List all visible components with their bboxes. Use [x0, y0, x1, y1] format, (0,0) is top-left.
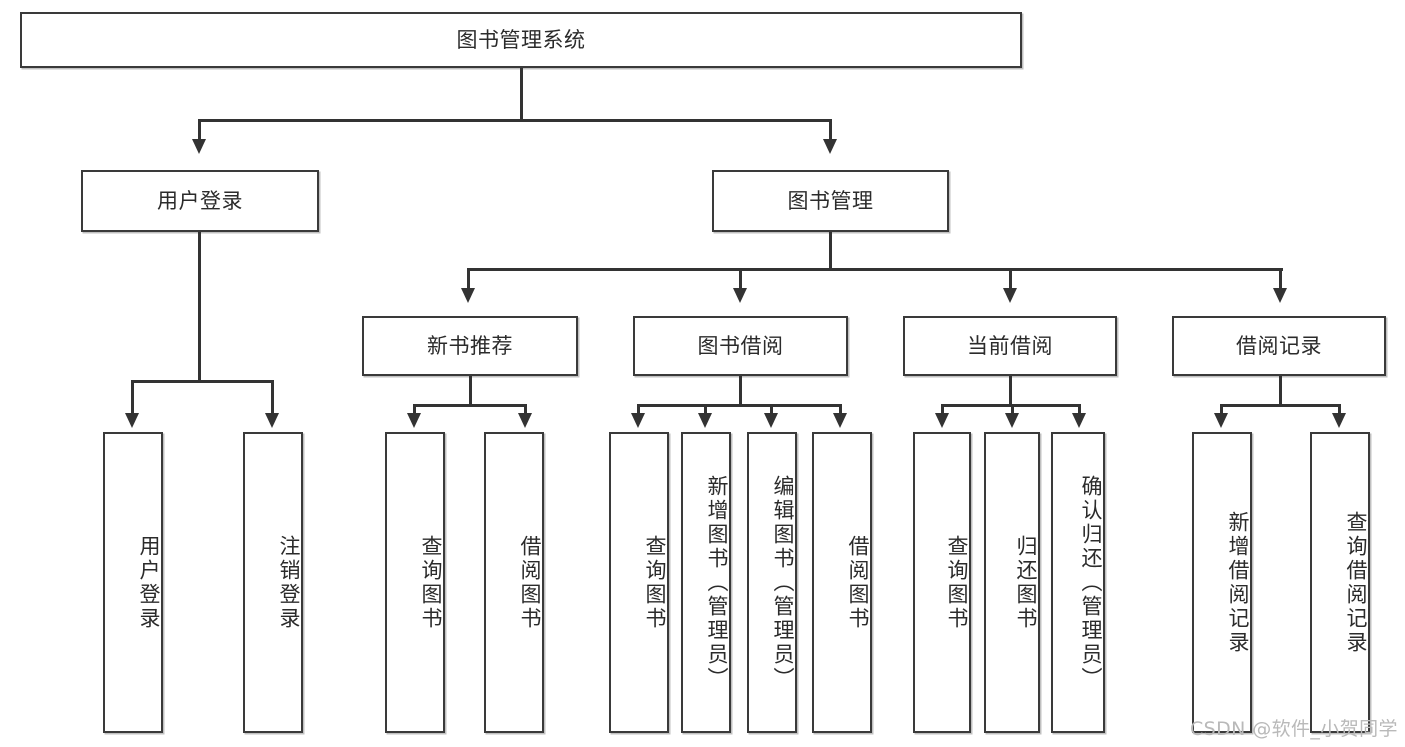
edge-borrow-leaf3 [770, 404, 773, 417]
edge-current-bus [941, 404, 1080, 407]
watermark-text: CSDN @软件_小贺同学 [1190, 718, 1398, 740]
edge-borrow-bus [637, 404, 842, 407]
edge-current-leaf3 [1078, 404, 1081, 417]
node-label: 注销登录 [277, 534, 301, 631]
leaf-recommend-borrow-book[interactable]: 借阅图书 [484, 432, 544, 733]
node-root-system[interactable]: 图书管理系统 [20, 12, 1022, 68]
edge-current-leaf2 [1011, 404, 1014, 417]
edge-root-bus [198, 119, 832, 122]
node-label: 确认归还（管理员） [1079, 474, 1103, 691]
leaf-logout[interactable]: 注销登录 [243, 432, 303, 733]
edge-borrow-leaf1 [637, 404, 640, 417]
leaf-borrow-add-book-admin[interactable]: 新增图书（管理员） [681, 432, 731, 733]
node-label: 编辑图书（管理员） [771, 474, 795, 691]
arrowhead-login-leaf2 [265, 413, 279, 428]
edge-recommend-leaf2 [524, 404, 527, 417]
node-label: 借阅图书 [846, 534, 870, 631]
arrowhead-borrow-leaf2 [698, 413, 712, 428]
node-current-borrow[interactable]: 当前借阅 [903, 316, 1117, 376]
edge-bookmgmt-to-l3c [1009, 268, 1012, 292]
node-label: 查询图书 [419, 534, 443, 631]
node-label: 借阅图书 [518, 534, 542, 631]
arrowhead-records-leaf1 [1214, 413, 1228, 428]
edge-borrow-stem [739, 376, 742, 406]
edge-bookmgmt-to-l3d [1279, 268, 1282, 292]
edge-root-to-login [198, 119, 201, 143]
edge-recommend-bus [413, 404, 527, 407]
leaf-current-query-book[interactable]: 查询图书 [913, 432, 971, 733]
node-label: 新书推荐 [427, 333, 513, 358]
node-label: 当前借阅 [967, 333, 1053, 358]
leaf-recommend-query-book[interactable]: 查询图书 [385, 432, 445, 733]
node-book-borrow[interactable]: 图书借阅 [633, 316, 848, 376]
edge-login-bus [131, 380, 271, 383]
edge-records-bus [1220, 404, 1341, 407]
arrowhead-root-to-login [192, 139, 206, 154]
node-label: 图书借阅 [697, 333, 784, 358]
edge-bookmgmt-to-l3b [739, 268, 742, 292]
edge-bookmgmt-stem [829, 232, 832, 270]
leaf-current-confirm-return-admin[interactable]: 确认归还（管理员） [1051, 432, 1105, 733]
arrowhead-current-leaf1 [935, 413, 949, 428]
leaf-borrow-borrow-book[interactable]: 借阅图书 [812, 432, 872, 733]
node-label: 查询图书 [945, 534, 969, 631]
leaf-records-query-record[interactable]: 查询借阅记录 [1310, 432, 1370, 733]
arrowhead-current-leaf3 [1072, 413, 1086, 428]
edge-borrow-leaf4 [839, 404, 842, 417]
arrowhead-records-leaf2 [1332, 413, 1346, 428]
leaf-current-return-book[interactable]: 归还图书 [984, 432, 1040, 733]
node-label: 用户登录 [157, 188, 243, 213]
arrowhead-borrow-leaf3 [764, 413, 778, 428]
node-label: 归还图书 [1014, 534, 1038, 631]
edge-borrow-leaf2 [704, 404, 707, 417]
edge-bookmgmt-bus [467, 268, 1283, 271]
edge-login-to-leaf2 [271, 380, 274, 417]
node-label: 查询借阅记录 [1344, 510, 1368, 655]
arrowhead-current-leaf2 [1005, 413, 1019, 428]
leaf-borrow-query-book[interactable]: 查询图书 [609, 432, 669, 733]
edge-login-to-leaf1 [131, 380, 134, 417]
arrowhead-recommend-leaf2 [518, 413, 532, 428]
edge-login-stem [198, 232, 201, 382]
edge-records-stem [1279, 376, 1282, 406]
edge-records-leaf1 [1220, 404, 1223, 417]
node-label: 新增借阅记录 [1226, 510, 1250, 655]
node-label: 用户登录 [137, 534, 161, 631]
leaf-records-add-record[interactable]: 新增借阅记录 [1192, 432, 1252, 733]
arrowhead-recommend-leaf1 [407, 413, 421, 428]
node-book-management[interactable]: 图书管理 [712, 170, 949, 232]
edge-root-stem [520, 68, 523, 120]
arrowhead-bookmgmt-l3a [461, 288, 475, 303]
node-label: 查询图书 [643, 534, 667, 631]
edge-current-stem [1009, 376, 1012, 406]
arrowhead-borrow-leaf4 [833, 413, 847, 428]
arrowhead-bookmgmt-l3d [1273, 288, 1287, 303]
edge-current-leaf1 [941, 404, 944, 417]
node-new-book-recommend[interactable]: 新书推荐 [362, 316, 578, 376]
arrowhead-bookmgmt-l3b [733, 288, 747, 303]
node-user-login[interactable]: 用户登录 [81, 170, 319, 232]
node-label: 图书管理 [787, 188, 874, 213]
leaf-borrow-edit-book-admin[interactable]: 编辑图书（管理员） [747, 432, 797, 733]
arrowhead-login-leaf1 [125, 413, 139, 428]
arrowhead-root-to-bookmgmt [823, 139, 837, 154]
node-borrow-records[interactable]: 借阅记录 [1172, 316, 1386, 376]
edge-recommend-leaf1 [413, 404, 416, 417]
leaf-user-login[interactable]: 用户登录 [103, 432, 163, 733]
arrowhead-bookmgmt-l3c [1003, 288, 1017, 303]
edge-records-leaf2 [1338, 404, 1341, 417]
node-label: 图书管理系统 [456, 27, 586, 52]
node-label: 借阅记录 [1236, 333, 1322, 358]
edge-bookmgmt-to-l3a [467, 268, 470, 292]
node-label: 新增图书（管理员） [705, 474, 729, 691]
edge-root-to-bookmgmt [829, 119, 832, 143]
arrowhead-borrow-leaf1 [631, 413, 645, 428]
edge-recommend-stem [469, 376, 472, 406]
